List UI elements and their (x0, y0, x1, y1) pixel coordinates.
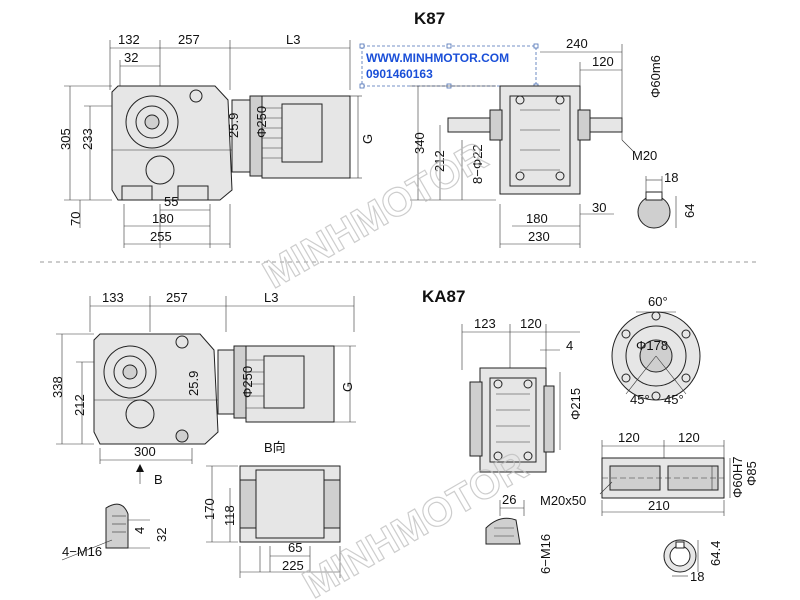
k87-motor: G 25.9 Φ250 (226, 95, 375, 179)
ka87-dim-front-123: 123 (474, 316, 496, 331)
k87-dim-phi60m6: Φ60m6 (648, 55, 663, 98)
k87-gearbox-body (111, 85, 233, 201)
k87-side-dimensions: 240 120 Φ60m6 M20 340 212 8−Φ22 180 230 … (410, 36, 663, 248)
ka87-dim-257: 257 (166, 290, 188, 305)
k87-bottom-dimensions: 55 180 255 (123, 194, 231, 248)
ka87-dim-133: 133 (102, 290, 124, 305)
k87-dim-30: 30 (592, 200, 606, 215)
ka87-dim-45-right: 45° (664, 392, 684, 407)
ka87-dim-front-4: 4 (566, 338, 573, 353)
k87-dim-55: 55 (164, 194, 178, 209)
ka87-dim-212: 212 (72, 394, 87, 416)
contact-text-box[interactable]: WWW.MINHMOTOR.COM 0901460163 (359, 43, 539, 89)
ka87-dim-hs-m20x50: M20x50 (540, 493, 586, 508)
k87-dim-230: 230 (528, 229, 550, 244)
ka87-b-arrow-label: B (154, 472, 163, 487)
ka87-dim-phi250: Φ250 (240, 366, 255, 398)
ka87-dim-bv-170: 170 (202, 498, 217, 520)
k87-dim-m20: M20 (632, 148, 657, 163)
k87-top-dimensions: 132 257 L3 32 (109, 32, 351, 90)
k87-dim-120: 120 (592, 54, 614, 69)
k87-dim-phi250: Φ250 (254, 106, 269, 138)
k87-dim-side-180: 180 (526, 211, 548, 226)
k87-dim-32: 32 (124, 50, 138, 65)
ka87-top-dimensions: 133 257 L3 (89, 290, 355, 332)
ka87-dim-bv-65: 65 (288, 540, 302, 555)
ka87-dim-l3: L3 (264, 290, 278, 305)
ka87-dim-25-9: 25.9 (186, 371, 201, 396)
ka87-dim-phi215: Φ215 (568, 388, 583, 420)
ka87-dim-front-120: 120 (520, 316, 542, 331)
ka87-dim-tap-4: 4 (132, 527, 147, 534)
ka87-dim-4m16: 4−M16 (62, 544, 102, 559)
k87-left-dimensions: 305 233 70 (58, 85, 112, 228)
ka87-dim-hs-120-left: 120 (618, 430, 640, 445)
ka87-dim-60deg: 60° (648, 294, 668, 309)
phone-text: 0901460163 (366, 67, 433, 81)
ka87-dim-hs-phi60h7: Φ60H7 (730, 457, 745, 498)
k87-dim-132: 132 (118, 32, 140, 47)
k87-dim-25-9: 25.9 (226, 113, 241, 138)
ka87-dim-bore-64-4: 64.4 (708, 541, 723, 566)
k87-dim-70: 70 (68, 212, 83, 226)
k87-dim-305: 305 (58, 128, 73, 150)
k87-dim-340: 340 (412, 132, 427, 154)
ka87-front-view: 123 120 4 Φ215 (461, 316, 583, 473)
ka87-gearbox-body (93, 333, 219, 445)
ka87-dim-hs-phi85: Φ85 (744, 461, 759, 486)
ka87-dim-t-26: 26 (502, 492, 516, 507)
ka87-bottom-dimensions: 300 B (99, 444, 193, 487)
k87-dim-key-64: 64 (682, 204, 697, 218)
ka87-dim-6m16: 6−M16 (538, 534, 553, 574)
k87-key-section: 18 64 (637, 170, 697, 229)
ka87-dim-bv-118: 118 (222, 505, 237, 526)
k87-dim-240: 240 (566, 36, 588, 51)
ka87-torque-arm-tap: 26 6−M16 (485, 492, 553, 574)
ka87-b-view: B向 170 118 65 225 (202, 440, 341, 578)
ka87-flange-view: 60° Φ178 45° 45° (611, 294, 701, 407)
k87-dim-8phi22: 8−Φ22 (470, 144, 485, 184)
ka87-bview-label: B向 (264, 440, 286, 455)
ka87-dim-300: 300 (134, 444, 156, 459)
k87-title: K87 (414, 9, 445, 28)
k87-dim-key-18: 18 (664, 170, 678, 185)
ka87-dim-hs-210: 210 (648, 498, 670, 513)
ka87-left-dimensions: 338 212 (50, 333, 94, 445)
k87-dim-233: 233 (80, 128, 95, 150)
ka87-dim-tap-32: 32 (154, 528, 169, 542)
k87-dim-180: 180 (152, 211, 174, 226)
ka87-dim-bv-225: 225 (282, 558, 304, 573)
website-text: WWW.MINHMOTOR.COM (366, 51, 509, 65)
k87-dim-212: 212 (432, 150, 447, 172)
ka87-bore-key-section: 64.4 18 (663, 539, 723, 584)
k87-dim-257: 257 (178, 32, 200, 47)
ka87-dim-bore-18: 18 (690, 569, 704, 584)
k87-dim-255: 255 (150, 229, 172, 244)
ka87-tapped-hole-detail: 4 32 4−M16 (61, 503, 169, 561)
ka87-dim-phi178: Φ178 (636, 338, 668, 353)
ka87-dim-45-left: 45° (630, 392, 650, 407)
k87-dim-l3: L3 (286, 32, 300, 47)
ka87-dim-g: G (340, 382, 355, 392)
ka87-title: KA87 (422, 287, 465, 306)
k87-dim-g: G (360, 134, 375, 144)
ka87-dim-338: 338 (50, 376, 65, 398)
ka87-dim-hs-120-right: 120 (678, 430, 700, 445)
ka87-motor: G 25.9 Φ250 (186, 345, 356, 423)
k87-side-view (447, 85, 623, 195)
ka87-hollow-shaft-section: 120 120 Φ85 Φ60H7 M20x50 210 (540, 430, 759, 516)
